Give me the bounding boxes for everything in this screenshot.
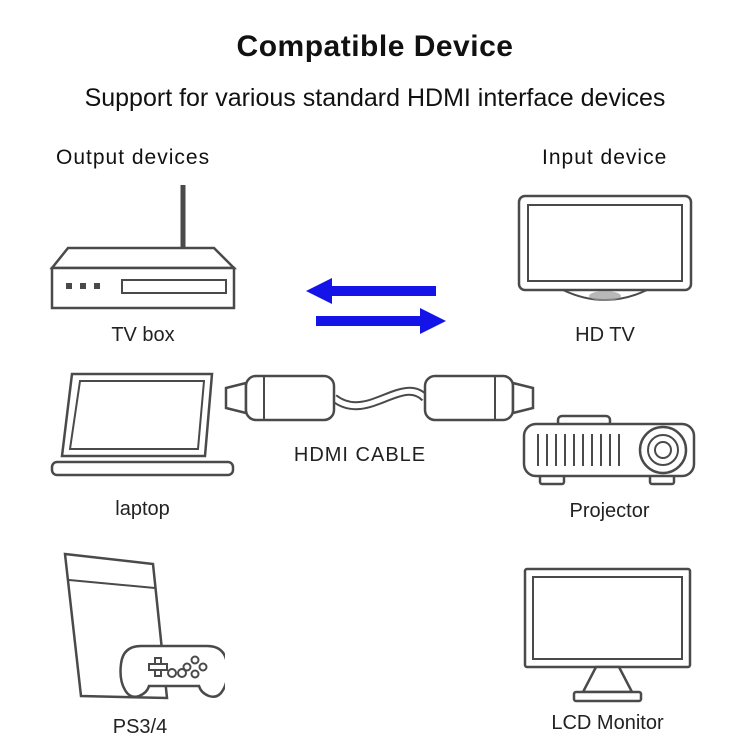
projector-icon [522, 410, 697, 494]
page-title: Compatible Device [236, 30, 514, 63]
hd-tv-label: HD TV [575, 324, 635, 346]
input-device-label: Input device [542, 146, 668, 169]
lcd-monitor-icon [520, 566, 695, 708]
arrow-left-icon [306, 278, 436, 304]
projector-label: Projector [569, 500, 650, 522]
ps34-label: PS3/4 [112, 716, 168, 738]
laptop-icon [50, 372, 235, 494]
hd-tv-icon [515, 192, 695, 314]
transfer-arrows-icon [306, 278, 446, 334]
page-subtitle: Support for various standard HDMI interf… [84, 84, 666, 112]
hdmi-cable-icon [222, 368, 537, 428]
lcd-monitor-label: LCD Monitor [551, 712, 664, 734]
output-devices-label: Output devices [56, 146, 211, 169]
tv-box-label: TV box [111, 324, 175, 346]
hdmi-cable-label: HDMI CABLE [293, 444, 427, 466]
ps34-icon [55, 548, 225, 710]
arrow-right-icon [316, 308, 446, 334]
tv-box-icon [48, 182, 238, 314]
laptop-label: laptop [115, 498, 170, 520]
